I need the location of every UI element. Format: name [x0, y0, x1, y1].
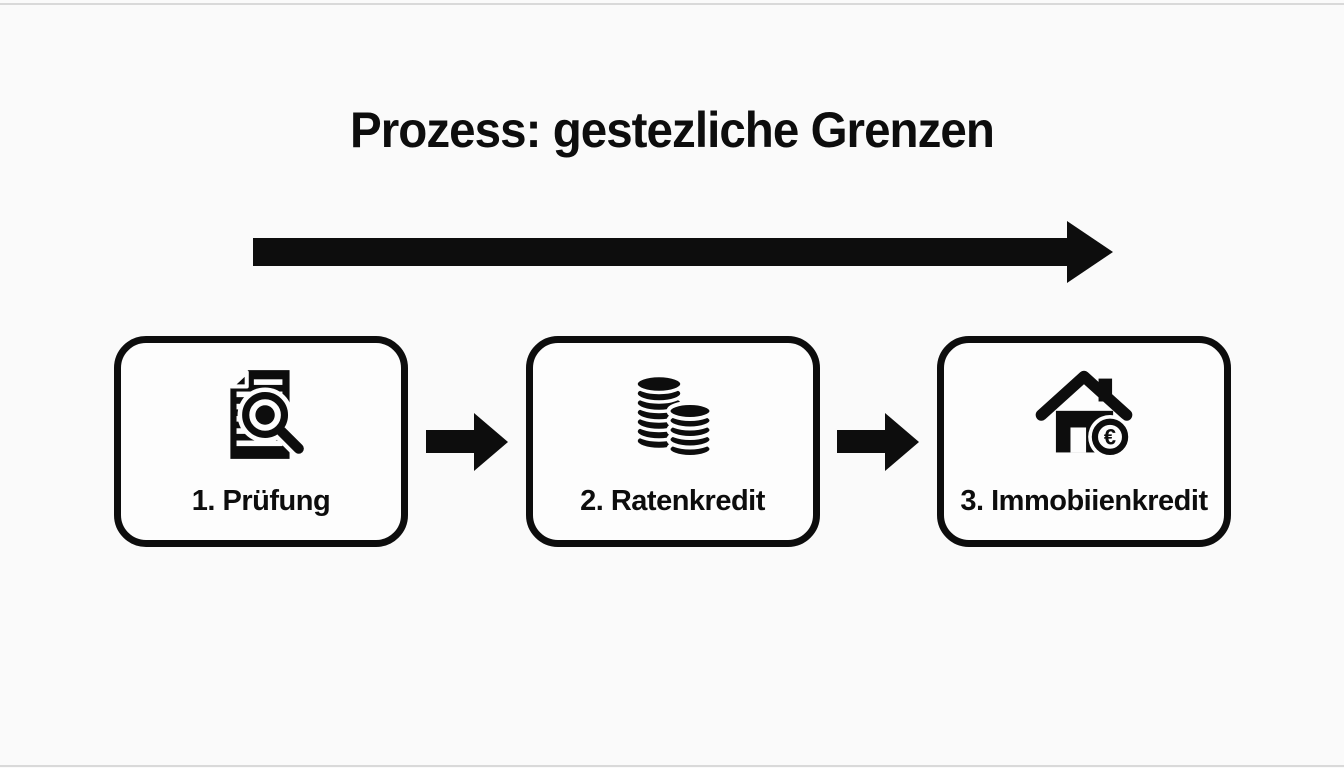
top-edge-line	[0, 3, 1344, 5]
step-box-ratenkredit: 2. Ratenkredit	[525, 336, 820, 547]
arrow-shaft	[837, 430, 886, 453]
arrow-head	[473, 412, 508, 471]
step-label: 1. Prüfung	[191, 485, 331, 517]
house-euro-icon: €	[1032, 363, 1136, 467]
coins-icon	[623, 363, 723, 467]
arrow-head	[885, 412, 920, 471]
step-label: 3. Immobiienkredit	[960, 485, 1208, 517]
step-label: 2. Ratenkredit	[580, 485, 765, 517]
euro-symbol: €	[1104, 425, 1116, 450]
process-flow-arrow	[253, 221, 1113, 283]
connector-arrow-1	[408, 412, 526, 471]
connector-arrow-2	[820, 412, 938, 471]
step-box-pruefung: 1. Prüfung	[114, 336, 408, 547]
bottom-edge-line	[0, 765, 1344, 767]
arrow-shaft	[425, 430, 474, 453]
page-title: Prozess: gestezliche Grenzen	[350, 102, 995, 158]
arrow-shaft	[253, 238, 1067, 266]
steps-row: 1. Prüfung	[114, 336, 1231, 547]
step-box-immobilienkredit: € 3. Immobiienkredit	[937, 336, 1231, 547]
document-search-icon	[210, 363, 312, 467]
arrow-head	[1067, 221, 1113, 283]
